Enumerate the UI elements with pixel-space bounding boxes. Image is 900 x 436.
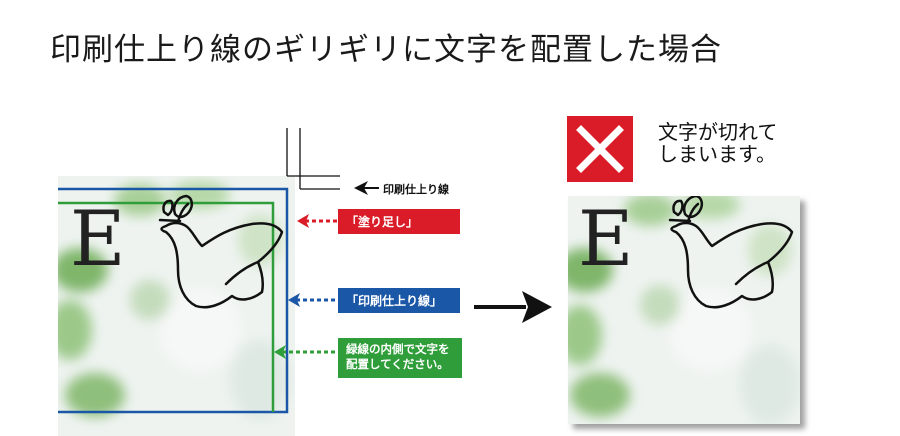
dove-icon [158,194,284,309]
right-letter-e: E [578,194,633,283]
result-message: 文字が切れて しまいます。 [658,121,777,165]
safe-pointer [274,345,338,359]
result-card: E [568,194,800,424]
arrow-right-icon [474,291,552,323]
safe-tag-line-1: 緑線の内側で文字を [346,342,450,356]
left-letter-e: E [70,194,125,283]
result-line-2: しまいます。 [658,142,776,166]
right-dove-icon [668,196,794,309]
safe-area-tag: 緑線の内側で文字を 配置してください。 [338,338,462,378]
result-line-1: 文字が切れて [658,120,778,144]
crop-marks [286,128,340,190]
safe-tag-line-2: 配置してください。 [346,357,449,371]
trim-pointer [288,293,338,307]
safe-line [58,201,275,412]
bleed-pointer [297,214,338,228]
left-sample-image [58,176,295,436]
x-mark-icon [567,116,633,182]
bleed-tag: 「塗り足し」 [338,209,460,234]
trim-tag: 「印刷仕上り線」 [338,288,460,313]
trim-line [58,187,289,414]
trim-label-arrow [354,181,379,195]
trim-line-label: 印刷仕上り線 [383,183,449,196]
page-title: 印刷仕上り線のギリギリに文字を配置した場合 [50,32,722,68]
